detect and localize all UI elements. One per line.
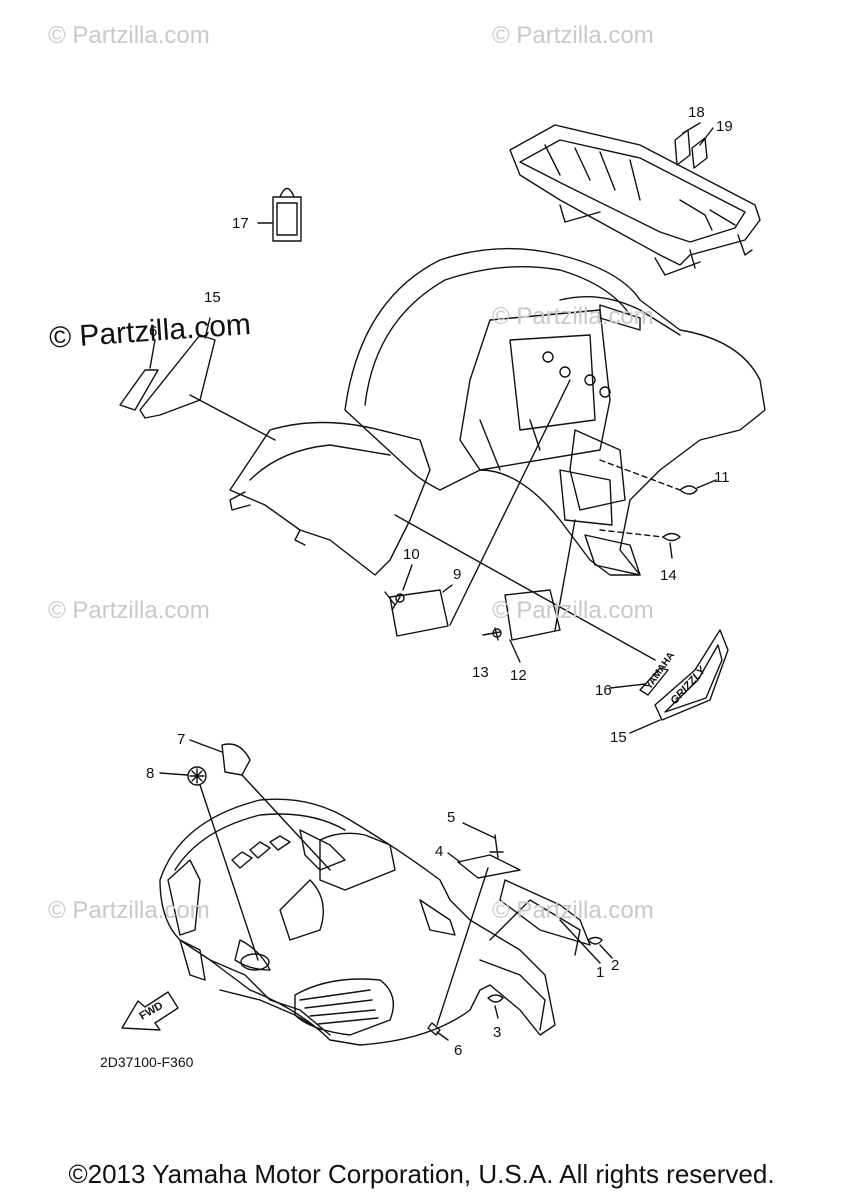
callout-16: 6 — [149, 323, 158, 340]
callout-5: 5 — [447, 809, 456, 826]
watermark: © Partzilla.com — [492, 22, 654, 49]
front-fender — [159, 798, 581, 1046]
emblem-text-grizzly: GRIZZLY — [668, 663, 709, 707]
fwd-arrow — [121, 991, 179, 1031]
callout-10: 10 — [403, 546, 420, 563]
watermark: © Partzilla.com — [492, 303, 654, 330]
watermark: © Partzilla.com — [492, 897, 654, 924]
diagram-code: 2D37100-F360 — [100, 1054, 194, 1070]
watermark: © Partzilla.com — [48, 897, 210, 924]
side-decals-left — [119, 317, 276, 441]
callout-16: 16 — [595, 682, 612, 699]
callout-18: 18 — [688, 104, 705, 121]
watermark: © Partzilla.com — [48, 597, 210, 624]
callout-11: 11 — [714, 469, 730, 486]
callout-15: 15 — [610, 729, 627, 746]
warning-tag-17 — [257, 187, 302, 242]
callout-17: 17 — [232, 215, 249, 232]
rear-side-cover — [229, 421, 431, 576]
plate-9-10 — [384, 379, 571, 637]
grizzly-emblem — [609, 629, 729, 734]
callout-2: 2 — [611, 957, 620, 974]
callout-8: 8 — [146, 765, 155, 782]
callout-19: 19 — [716, 118, 733, 135]
callout-14: 14 — [660, 567, 677, 584]
callout-7: 7 — [177, 731, 186, 748]
callout-3: 3 — [493, 1024, 502, 1041]
watermark: © Partzilla.com — [48, 22, 210, 49]
callout-6: 6 — [454, 1042, 463, 1059]
rear-fender — [344, 247, 766, 576]
plate-12-13 — [482, 519, 576, 663]
watermark: © Partzilla.com — [492, 597, 654, 624]
callout-9: 9 — [453, 566, 462, 583]
front-cap-7-8 — [159, 739, 331, 961]
label-tags-18-19 — [674, 122, 714, 169]
callout-15: 15 — [204, 289, 221, 306]
copyright-notice: ©2013 Yamaha Motor Corporation, U.S.A. A… — [68, 1159, 775, 1189]
emblem-leader-line — [394, 514, 656, 661]
callout-4: 4 — [435, 843, 444, 860]
front-decals-1-6 — [427, 822, 613, 1041]
callout-1: 1 — [596, 964, 605, 981]
callout-13: 13 — [472, 664, 489, 681]
rear-carrier-rack — [509, 124, 761, 276]
rivets-11-14 — [599, 459, 717, 559]
callout-12: 12 — [510, 667, 527, 684]
